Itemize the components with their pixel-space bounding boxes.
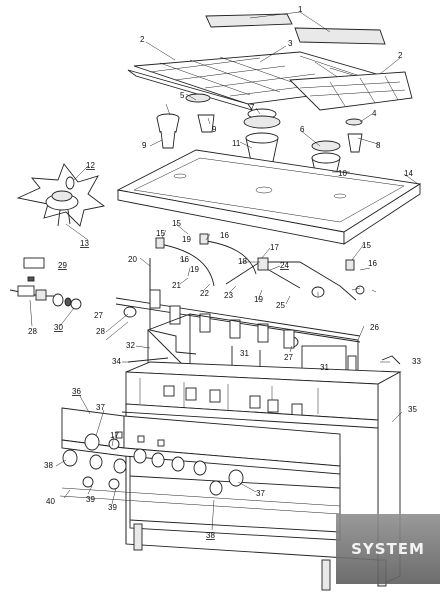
callout-31-right: 31 (320, 363, 329, 372)
leader-lines (29, 11, 419, 531)
callout-14: 14 (404, 169, 413, 178)
part-pan-supports (127, 51, 413, 111)
part-valve-assembly (9, 257, 82, 310)
callout-7: 7 (250, 103, 255, 112)
part-cooktop-tray (116, 149, 422, 245)
callout-37-right: 37 (256, 489, 265, 498)
callout-40: 40 (46, 497, 55, 506)
callout-31-mid: 31 (240, 349, 249, 358)
callout-16-top: 16 (220, 231, 229, 240)
callout-30: 30 (54, 323, 63, 332)
callout-11: 11 (232, 139, 241, 148)
callout-15-top: 15 (172, 219, 181, 228)
callout-19-right: 19 (254, 295, 263, 304)
callout-19-top: 19 (182, 235, 191, 244)
callout-2-right: 2 (398, 51, 403, 60)
callout-labels: 1 2 3 2 5 4 9 7 6 9 11 8 10 12 14 13 15 … (28, 5, 421, 540)
callout-21: 21 (172, 281, 181, 290)
callout-2-left: 2 (140, 35, 145, 44)
callout-10: 10 (338, 169, 347, 178)
callout-29: 29 (58, 261, 67, 270)
callout-24: 24 (280, 261, 289, 270)
callout-28-mid: 28 (96, 327, 105, 336)
callout-33: 33 (412, 357, 421, 366)
callout-6: 6 (300, 125, 305, 134)
callout-16-right: 16 (368, 259, 377, 268)
callout-12: 12 (86, 161, 95, 170)
part-top-bars (205, 13, 386, 45)
callout-17: 17 (270, 243, 279, 252)
part-thermocouple-detail (16, 163, 106, 227)
callout-34: 34 (112, 357, 121, 366)
callout-8: 8 (376, 141, 381, 150)
part-burner-heads (156, 93, 363, 185)
callout-1: 1 (298, 5, 303, 14)
callout-20: 20 (128, 255, 137, 264)
callout-38-left: 38 (44, 461, 53, 470)
callout-3: 3 (288, 39, 293, 48)
callout-38-bottom: 38 (206, 531, 215, 540)
callout-5-top: 5 (180, 91, 185, 100)
part-control-panel (59, 407, 341, 515)
callout-16-mid: 16 (180, 255, 189, 264)
callout-22: 22 (200, 289, 209, 298)
callout-26: 26 (370, 323, 379, 332)
callout-25: 25 (276, 301, 285, 310)
callout-32: 32 (126, 341, 135, 350)
watermark-logo: SYSTEM (336, 514, 440, 584)
callout-18: 18 (238, 257, 247, 266)
callout-23: 23 (224, 291, 233, 300)
callout-9-mid: 9 (212, 125, 217, 134)
callout-4: 4 (372, 109, 377, 118)
callout-19-mid: 19 (190, 265, 199, 274)
callout-39-left: 39 (86, 495, 95, 504)
callout-13: 13 (80, 239, 89, 248)
callout-15-left: 15 (156, 229, 165, 238)
callout-39-right: 39 (108, 503, 117, 512)
callout-9-left: 9 (142, 141, 147, 150)
callout-35: 35 (408, 405, 417, 414)
part-gas-manifold (115, 233, 365, 355)
callout-37-top: 37 (96, 403, 105, 412)
callout-17-panel: 17 (110, 431, 119, 440)
callout-36: 36 (72, 387, 81, 396)
callout-27-right: 27 (284, 353, 293, 362)
part-control-knobs (62, 431, 244, 496)
callout-28-left: 28 (28, 327, 37, 336)
callout-27-left: 27 (94, 311, 103, 320)
callout-15-right: 15 (362, 241, 371, 250)
